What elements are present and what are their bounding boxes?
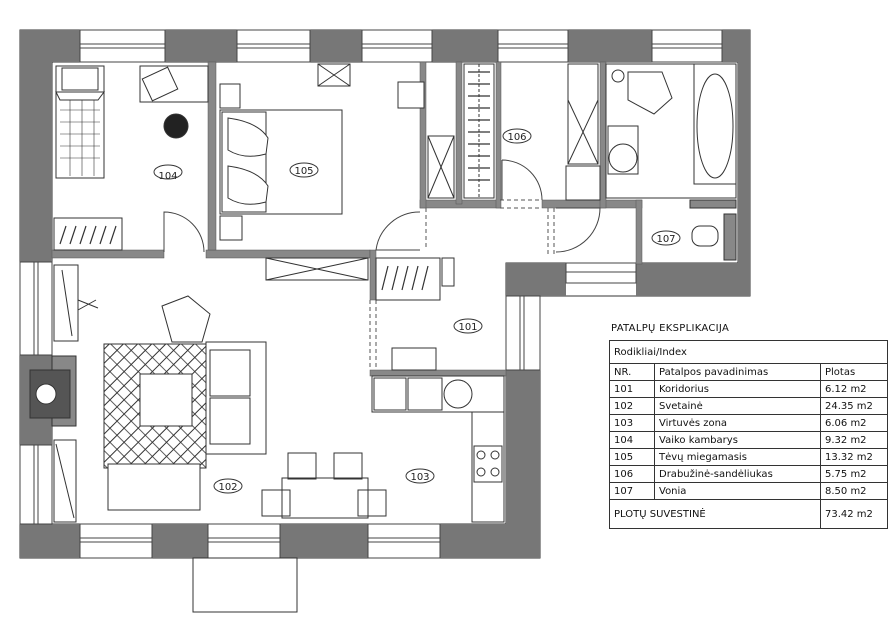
- balcony: [192, 557, 298, 613]
- row-nr: 103: [609, 414, 655, 432]
- schedule-title: PATALPŲ EKSPLIKACIJA: [611, 323, 730, 334]
- total-value: 73.42 m2: [820, 499, 888, 529]
- room-tag-106: [502, 128, 532, 144]
- room-106-furniture: [427, 63, 601, 201]
- row-name: Tėvų miegamasis: [654, 448, 821, 466]
- room-schedule: PATALPŲ EKSPLIKACIJA Rodikliai/Index NR.…: [609, 318, 889, 529]
- room-tag-107: [651, 230, 681, 246]
- row-name: Virtuvės zona: [654, 414, 821, 432]
- room-label-103: 103: [410, 472, 429, 483]
- row-area: 9.32 m2: [820, 431, 888, 449]
- room-105-furniture: [219, 63, 425, 241]
- row-name: Vaiko kambarys: [654, 431, 821, 449]
- row-area: 24.35 m2: [820, 397, 888, 415]
- room-tag-102: [213, 478, 243, 494]
- room-tag-103: [405, 468, 435, 484]
- room-102-furniture: [29, 264, 387, 523]
- room-label-101: 101: [458, 322, 477, 333]
- row-name: Koridorius: [654, 380, 821, 398]
- room-label-107: 107: [656, 234, 675, 245]
- row-nr: 106: [609, 465, 655, 483]
- row-nr: 104: [609, 431, 655, 449]
- row-area: 8.50 m2: [820, 482, 888, 500]
- windows: [19, 29, 723, 559]
- total-label: PLOTŲ SUVESTINĖ: [609, 499, 821, 529]
- index-label: Rodikliai/Index: [609, 340, 888, 364]
- room-104-furniture: [53, 65, 209, 251]
- header-nr: NR.: [609, 363, 655, 381]
- row-name: Vonia: [654, 482, 821, 500]
- row-name: Drabužinė-sandėliukas: [654, 465, 821, 483]
- row-area: 5.75 m2: [820, 465, 888, 483]
- room-tag-104: [153, 164, 183, 180]
- room-label-102: 102: [218, 482, 237, 493]
- row-area: 13.32 m2: [820, 448, 888, 466]
- row-nr: 107: [609, 482, 655, 500]
- total-row: PLOTŲ SUVESTINĖ 73.42 m2: [609, 499, 888, 529]
- header-name: Patalpos pavadinimas: [654, 363, 821, 381]
- wall-pillars: [20, 30, 750, 558]
- row-area: 6.06 m2: [820, 414, 888, 432]
- row-name: Svetainė: [654, 397, 821, 415]
- room-103-furniture: [371, 375, 505, 523]
- room-tag-101: [453, 318, 483, 334]
- openings: [369, 199, 555, 370]
- doors: [163, 159, 601, 253]
- room-107-furniture: [605, 63, 737, 261]
- room-tag-105: [289, 162, 319, 178]
- header-area: Plotas: [820, 363, 888, 381]
- room-label-106: 106: [507, 132, 526, 143]
- room-label-105: 105: [294, 166, 313, 177]
- room-label-104: 104: [158, 171, 177, 182]
- row-area: 6.12 m2: [820, 380, 888, 398]
- row-nr: 101: [609, 380, 655, 398]
- room-101-furniture: [265, 257, 455, 371]
- row-nr: 102: [609, 397, 655, 415]
- row-nr: 105: [609, 448, 655, 466]
- schedule-table: Rodikliai/Index NR. Patalpos pavadinimas…: [609, 340, 888, 529]
- schedule-header-row: NR. Patalpos pavadinimas Plotas: [609, 363, 888, 381]
